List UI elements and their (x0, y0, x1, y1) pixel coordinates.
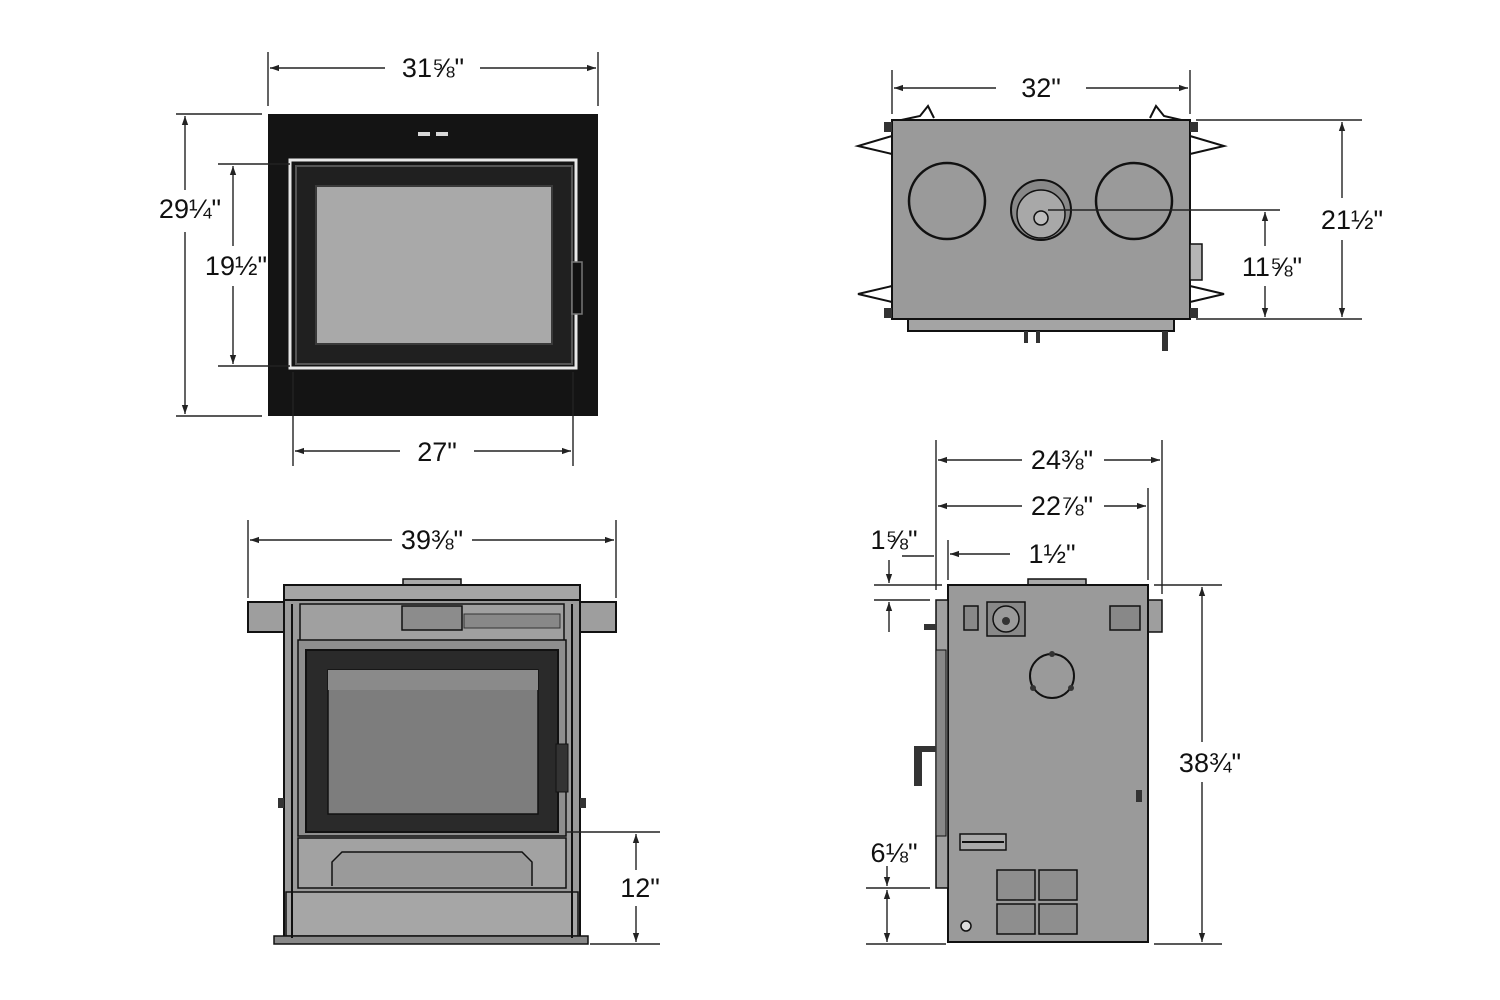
opening-width-label: 27" (417, 437, 457, 467)
front-body-view: 39⅜" 12" (247, 520, 660, 945)
door-handle (571, 261, 583, 315)
overall-depth-label: 24⅜" (1031, 445, 1093, 475)
front-face-view: 31⅝" 29¼" 19½" 27" (159, 52, 599, 467)
rear-air-inlet (1029, 653, 1075, 699)
side-pin (278, 798, 284, 808)
body-width-label: 39⅜" (401, 525, 463, 555)
opening-height-label: 19½" (205, 251, 267, 281)
inlet-bolt (1068, 685, 1074, 691)
side-fin-left-top (854, 135, 893, 155)
vent-panel (996, 869, 1036, 901)
front-width-label: 31⅝" (402, 53, 464, 83)
corner-bolt (1190, 308, 1198, 318)
door-lever (914, 746, 922, 786)
corner-bolt (884, 122, 892, 132)
flue-setback-label: 1½" (1028, 539, 1075, 569)
ground-lug (960, 920, 972, 932)
vent-panel (1038, 869, 1078, 901)
side-pin (580, 798, 586, 808)
glass-window (327, 669, 539, 815)
vent-panel (996, 903, 1036, 935)
bottom-pin (1036, 331, 1040, 343)
side-latch (924, 624, 936, 630)
top-depth-label: 21½" (1321, 205, 1383, 235)
flue-center (1033, 210, 1049, 226)
bottom-height-label: 6⅛" (870, 838, 917, 868)
door-handle (555, 743, 569, 793)
air-intake-right (1094, 161, 1174, 241)
side-fin-left-bottom (857, 285, 893, 303)
control-slot-right (436, 132, 448, 136)
top-plate (283, 584, 581, 602)
corner-bolt (884, 308, 892, 318)
flue-box (401, 605, 463, 631)
pedestal-base (285, 891, 579, 937)
inlet-bolt (1030, 685, 1036, 691)
bracket-left (963, 605, 979, 631)
side-pin (1136, 790, 1142, 802)
side-view: 24⅜" 22⅞" 1½" 1⅝" 38¾" 6⅛" (866, 440, 1241, 945)
side-connector (1189, 243, 1203, 281)
body-depth-label: 22⅞" (1031, 491, 1093, 521)
overall-height-label: 38¾" (1179, 748, 1241, 778)
base-height-label: 12" (620, 873, 660, 903)
heat-shield (463, 613, 561, 629)
door-lever-arm (914, 746, 936, 752)
air-intake-left (907, 161, 987, 241)
base-plate (273, 935, 589, 945)
top-view: 32" 21½" 11⅝" (854, 70, 1383, 351)
ash-drawer (331, 851, 533, 886)
glass-window (315, 185, 553, 345)
inlet-bolt (1049, 651, 1055, 657)
bottom-pin (1162, 331, 1168, 351)
bracket-right (1109, 605, 1141, 631)
side-mount-bar (1147, 599, 1163, 633)
vent-panel (1038, 903, 1078, 935)
door-profile (935, 649, 947, 837)
corner-bolt (1190, 122, 1198, 132)
control-slot-left (418, 132, 430, 136)
top-width-label: 32" (1021, 73, 1061, 103)
side-fin-right-bottom (1189, 285, 1225, 303)
side-fin-right-top (1189, 135, 1228, 155)
bottom-pin (1024, 331, 1028, 343)
flue-outlet-center (1002, 617, 1010, 625)
flue-offset-label: 11⅝" (1242, 252, 1302, 282)
top-offset-label: 1⅝" (870, 525, 917, 555)
front-height-label: 29¼" (159, 194, 221, 224)
top-front-lip (907, 318, 1175, 332)
glass-top-band (328, 670, 538, 690)
